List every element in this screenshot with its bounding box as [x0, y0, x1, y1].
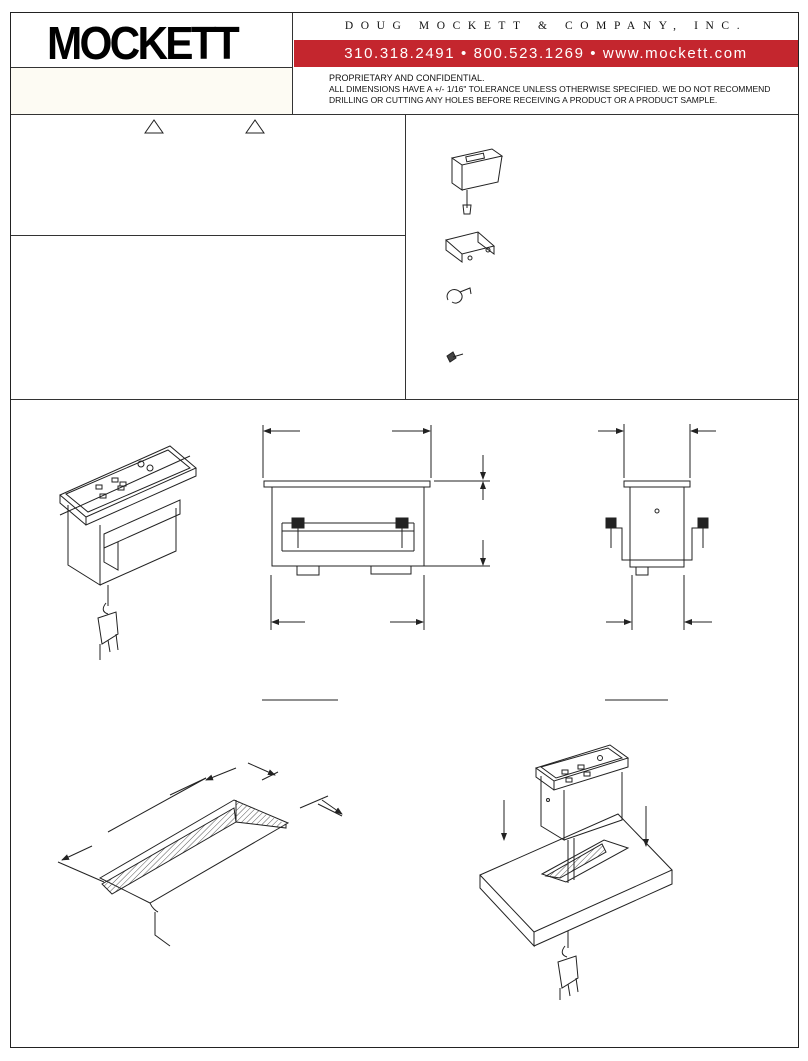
front-elevation-view [262, 425, 490, 701]
revision-triangles [144, 119, 265, 134]
cutout-view [57, 762, 343, 947]
mockett-logo: MOCKETT [47, 17, 240, 69]
part-icon-cable-clip [446, 287, 472, 304]
side-elevation-view [598, 424, 716, 701]
drawing-divider [11, 399, 798, 400]
logo-cell: MOCKETT [11, 13, 293, 69]
part-icon-mounting-bracket [444, 231, 496, 263]
spec-divider [11, 235, 405, 236]
spec-parts-divider [405, 114, 406, 399]
notice-heading: PROPRIETARY AND CONFIDENTIAL. [329, 73, 485, 83]
part-icon-screw [446, 351, 464, 363]
notice-body: ALL DIMENSIONS HAVE A +/- 1/16" TOLERANC… [329, 84, 771, 105]
header-divider [11, 114, 798, 115]
part-icon-power-unit [450, 148, 504, 215]
drawing-sheet: MOCKETT DOUG MOCKETT & COMPANY, INC. 310… [10, 12, 799, 1048]
company-name: DOUG MOCKETT & COMPANY, INC. [344, 20, 748, 32]
isometric-unit-view [59, 445, 197, 660]
confidential-notice: PROPRIETARY AND CONFIDENTIAL. ALL DIMENS… [329, 73, 789, 106]
installation-view [479, 744, 673, 1000]
contact-bar: 310.318.2491 • 800.523.1269 • www.mocket… [294, 40, 798, 67]
title-block-blank [11, 68, 293, 115]
